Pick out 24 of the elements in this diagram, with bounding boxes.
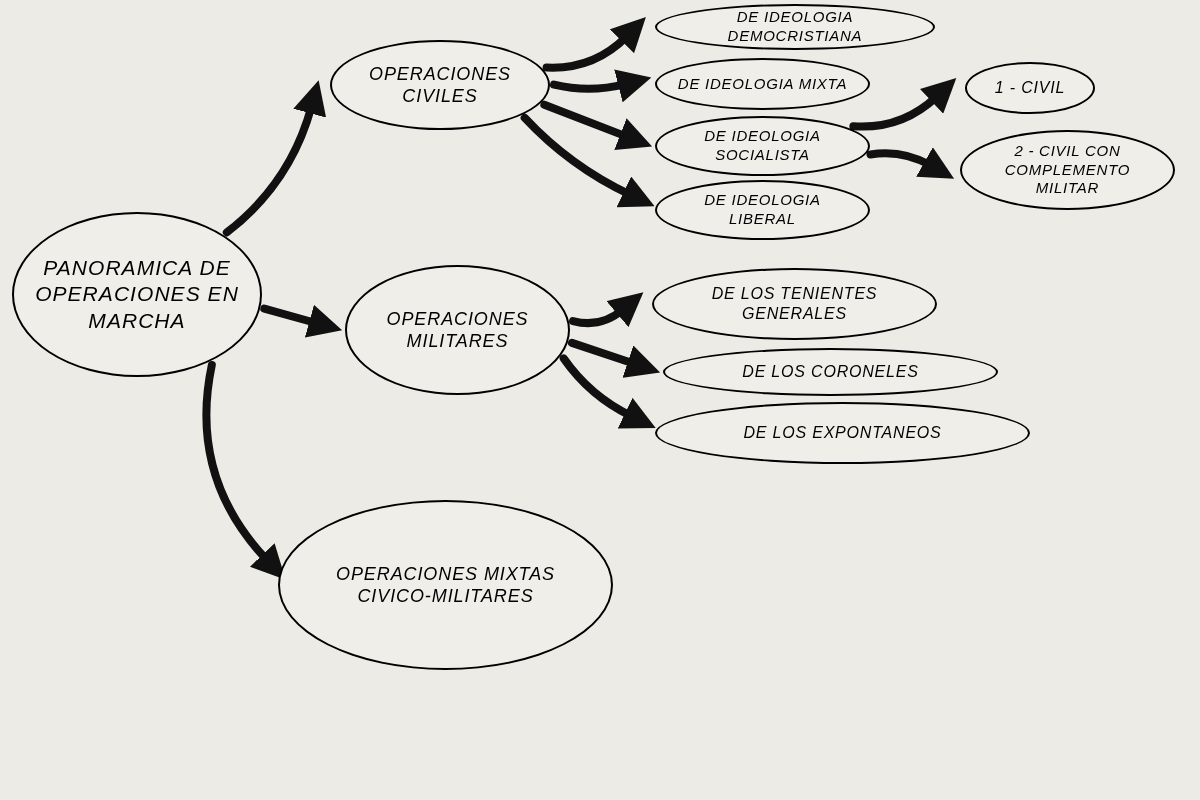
cloud-text: OPERACIONES MILITARES <box>385 307 530 353</box>
arrow <box>849 78 957 131</box>
arrow <box>260 304 343 338</box>
arrow <box>567 338 661 378</box>
cloud-text: DE IDEOLOGIA LIBERAL <box>703 191 822 229</box>
arrow <box>540 100 653 150</box>
arrow <box>550 69 652 103</box>
arrow <box>569 292 644 328</box>
arrow <box>559 354 656 429</box>
cloud-text: DE IDEOLOGIA MIXTA <box>677 74 848 94</box>
cloud-text: 2 - CIVIL CON COMPLEMENTO MILITAR <box>1003 141 1132 199</box>
arrow <box>520 113 655 207</box>
cloud-text: DE LOS EXPONTANEOS <box>743 423 942 443</box>
cloud-text: DE IDEOLOGIA SOCIALISTA <box>703 127 822 165</box>
cloud-text: PANORAMICA DE OPERACIONES EN MARCHA <box>34 255 240 334</box>
cloud-text: 1 - CIVIL <box>994 78 1066 98</box>
cloud-text: OPERACIONES MIXTAS CIVICO-MILITARES <box>335 562 556 608</box>
arrow <box>866 147 955 179</box>
cloud-text: DE IDEOLOGIA DEMOCRISTIANA <box>726 8 864 46</box>
arrow <box>542 17 647 72</box>
arrow <box>222 80 326 237</box>
cloud-text: DE LOS TENIENTES GENERALES <box>710 284 879 324</box>
cloud-text: OPERACIONES CIVILES <box>368 62 512 108</box>
cloud-text: DE LOS CORONELES <box>742 362 919 382</box>
